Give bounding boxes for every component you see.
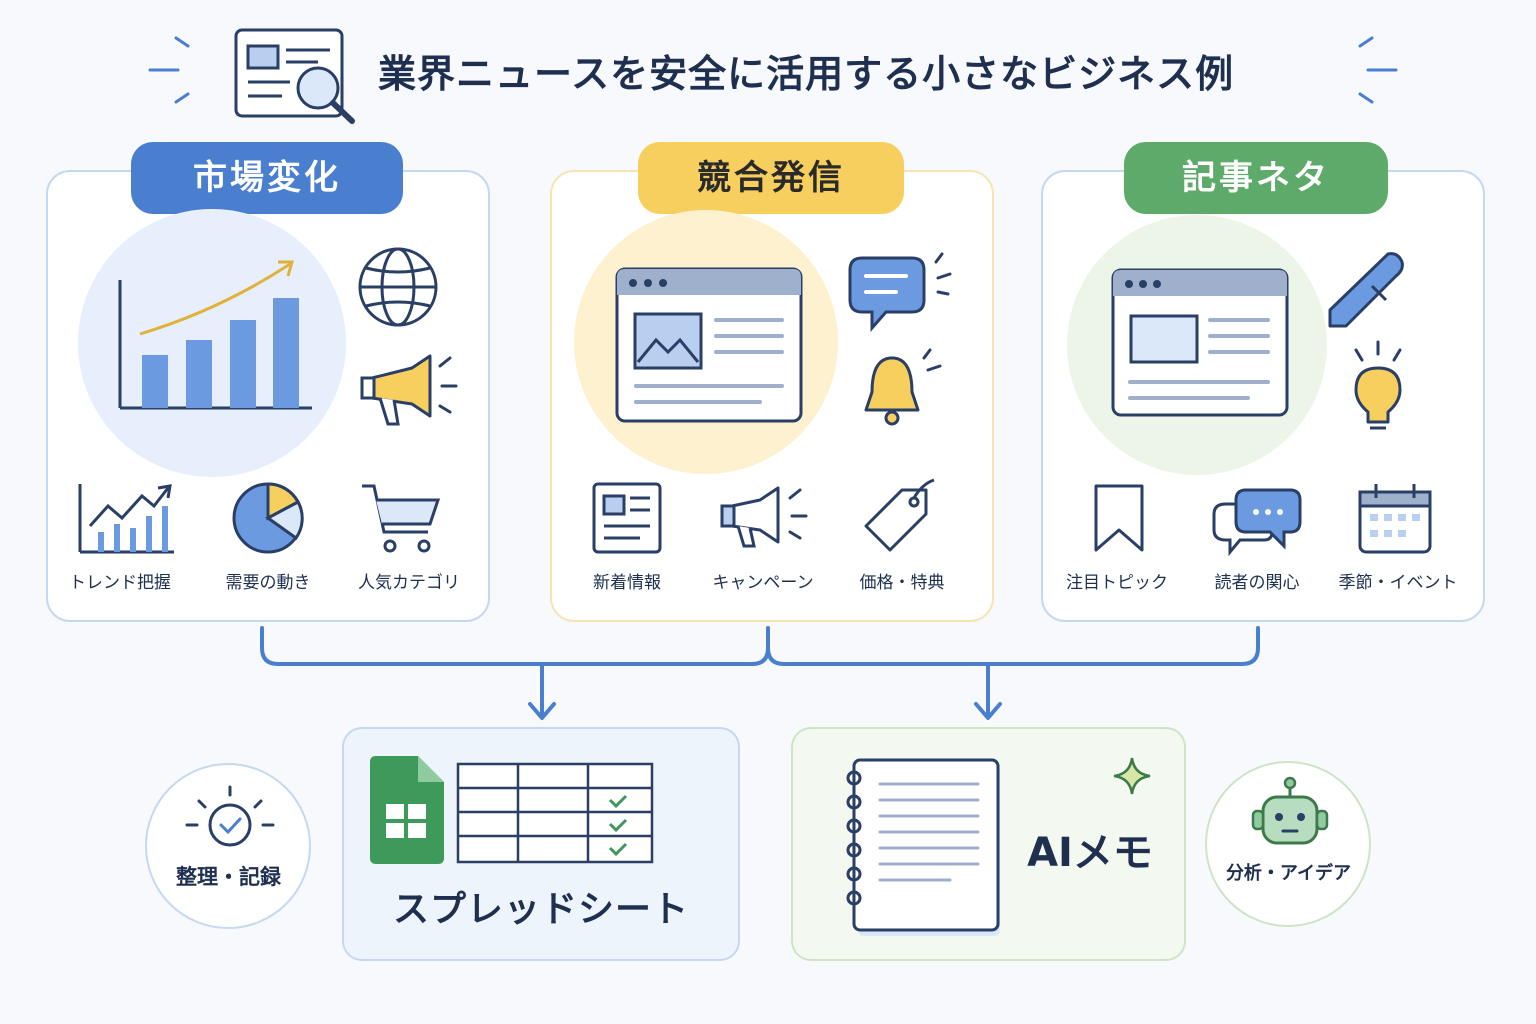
notebook-icon [846, 758, 1000, 936]
organize-circle: 整理・記録 [145, 763, 311, 929]
item-price-perks: 価格・特典 [859, 573, 945, 593]
bell-icon [864, 348, 942, 426]
analyze-circle: 分析・アイデア [1205, 761, 1371, 927]
robot-icon [1251, 776, 1329, 845]
card-heading-market: 市場変化 [131, 142, 403, 214]
item-hot-topic: 注目トピック [1066, 573, 1168, 593]
bookmark-icon [1094, 484, 1144, 552]
card-heading-articles: 記事ネタ [1124, 142, 1388, 214]
news-search-icon [234, 28, 355, 124]
chat-bubble-icon [848, 252, 952, 332]
flow-connectors [260, 626, 1260, 720]
analyze-label: 分析・アイデア [1225, 863, 1352, 884]
item-new-info: 新着情報 [593, 573, 661, 593]
shopping-cart-icon [362, 484, 441, 553]
item-demand: 需要の動き [225, 573, 311, 593]
pen-icon [1328, 252, 1404, 328]
chat-bubbles-icon [1212, 488, 1302, 557]
megaphone-small-icon [720, 486, 808, 548]
trend-line-icon [78, 484, 174, 554]
item-popular-category: 人気カテゴリ [358, 573, 460, 593]
title-spark-left [148, 36, 190, 104]
item-trend: トレンド把握 [69, 573, 171, 593]
ai-memo-label: AIメモ [1027, 830, 1153, 876]
table-grid-icon [456, 762, 654, 864]
browser-article-icon [1111, 268, 1289, 417]
card-heading-competitor: 競合発信 [638, 142, 904, 214]
check-badge-icon [185, 785, 275, 847]
calendar-icon [1358, 484, 1432, 554]
pie-chart-icon [232, 482, 304, 554]
lightbulb-icon [1354, 340, 1402, 430]
sheets-logo-icon [370, 756, 444, 864]
item-campaign: キャンペーン [712, 573, 814, 593]
spreadsheet-label: スプレッドシート [392, 889, 689, 930]
sparkle-icon [1113, 757, 1151, 795]
organize-label: 整理・記録 [176, 865, 281, 889]
newspaper-icon [592, 482, 662, 554]
item-reader-interest: 読者の関心 [1214, 573, 1300, 593]
title-spark-right [1358, 36, 1398, 104]
megaphone-icon [360, 354, 458, 426]
price-tag-icon [864, 478, 935, 552]
page-title: 業界ニュースを安全に活用する小さなビジネス例 [378, 52, 1235, 96]
browser-window-icon [615, 267, 803, 423]
item-season-event: 季節・イベント [1338, 573, 1458, 593]
bar-chart-icon [118, 260, 312, 410]
globe-icon [358, 247, 438, 327]
